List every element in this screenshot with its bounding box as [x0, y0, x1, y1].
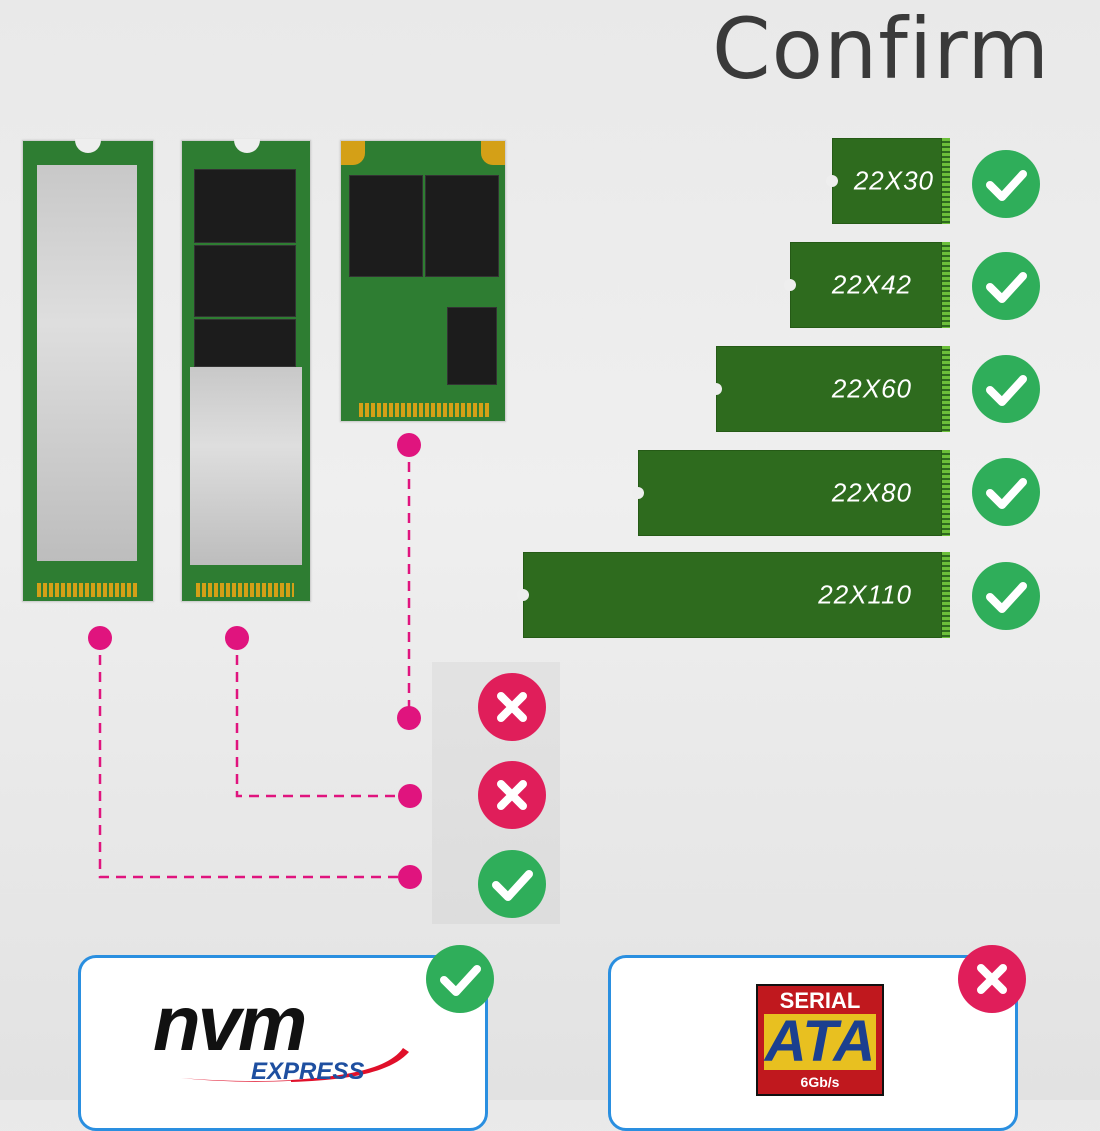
sata-panel: SERIAL ATA 6Gb/s	[608, 955, 1018, 1131]
connector-dot	[88, 626, 112, 650]
size-label: 22X110	[818, 579, 912, 610]
connector-dot	[397, 706, 421, 730]
nvme-logo-text: nvm	[153, 979, 307, 1067]
sata-logo: SERIAL ATA 6Gb/s	[756, 984, 884, 1096]
connector-dot	[225, 626, 249, 650]
m2-sata-ssd-image	[181, 139, 311, 602]
check-circle-icon	[972, 562, 1040, 630]
sata-logo-main: ATA	[764, 1009, 876, 1074]
connector-dot	[398, 784, 422, 808]
page-title: Confirm	[712, 0, 1051, 98]
size-label: 22X30	[853, 165, 934, 196]
size-bar-22x80: 22X80	[632, 450, 950, 536]
check-circle-icon	[972, 458, 1040, 526]
sata-logo-sub: 6Gb/s	[800, 1074, 840, 1090]
nvme-logo	[181, 1048, 409, 1082]
connector-dot	[398, 865, 422, 889]
check-circle-icon	[972, 252, 1040, 320]
check-circle-icon	[426, 945, 494, 1013]
size-label: 22X80	[831, 477, 912, 508]
cross-circle-icon	[478, 761, 546, 829]
connector-dot	[397, 433, 421, 457]
size-label: 22X60	[831, 373, 912, 404]
sata-logo-top: SERIAL	[779, 988, 861, 1013]
size-label: 22X42	[831, 269, 912, 300]
size-bar-22x110: 22X110	[517, 552, 950, 638]
nvme-ssd-image	[22, 139, 154, 602]
check-circle-icon	[972, 355, 1040, 423]
size-bar-22x60: 22X60	[710, 346, 950, 432]
nvme-logo-subtext: EXPRESS	[251, 1058, 365, 1085]
cross-circle-icon	[478, 673, 546, 741]
size-bar-22x42: 22X42	[784, 242, 950, 328]
cross-circle-icon	[958, 945, 1026, 1013]
check-circle-icon	[478, 850, 546, 918]
size-bar-22x30: 22X30	[826, 138, 950, 224]
msata-ssd-image	[340, 140, 506, 422]
check-circle-icon	[972, 150, 1040, 218]
